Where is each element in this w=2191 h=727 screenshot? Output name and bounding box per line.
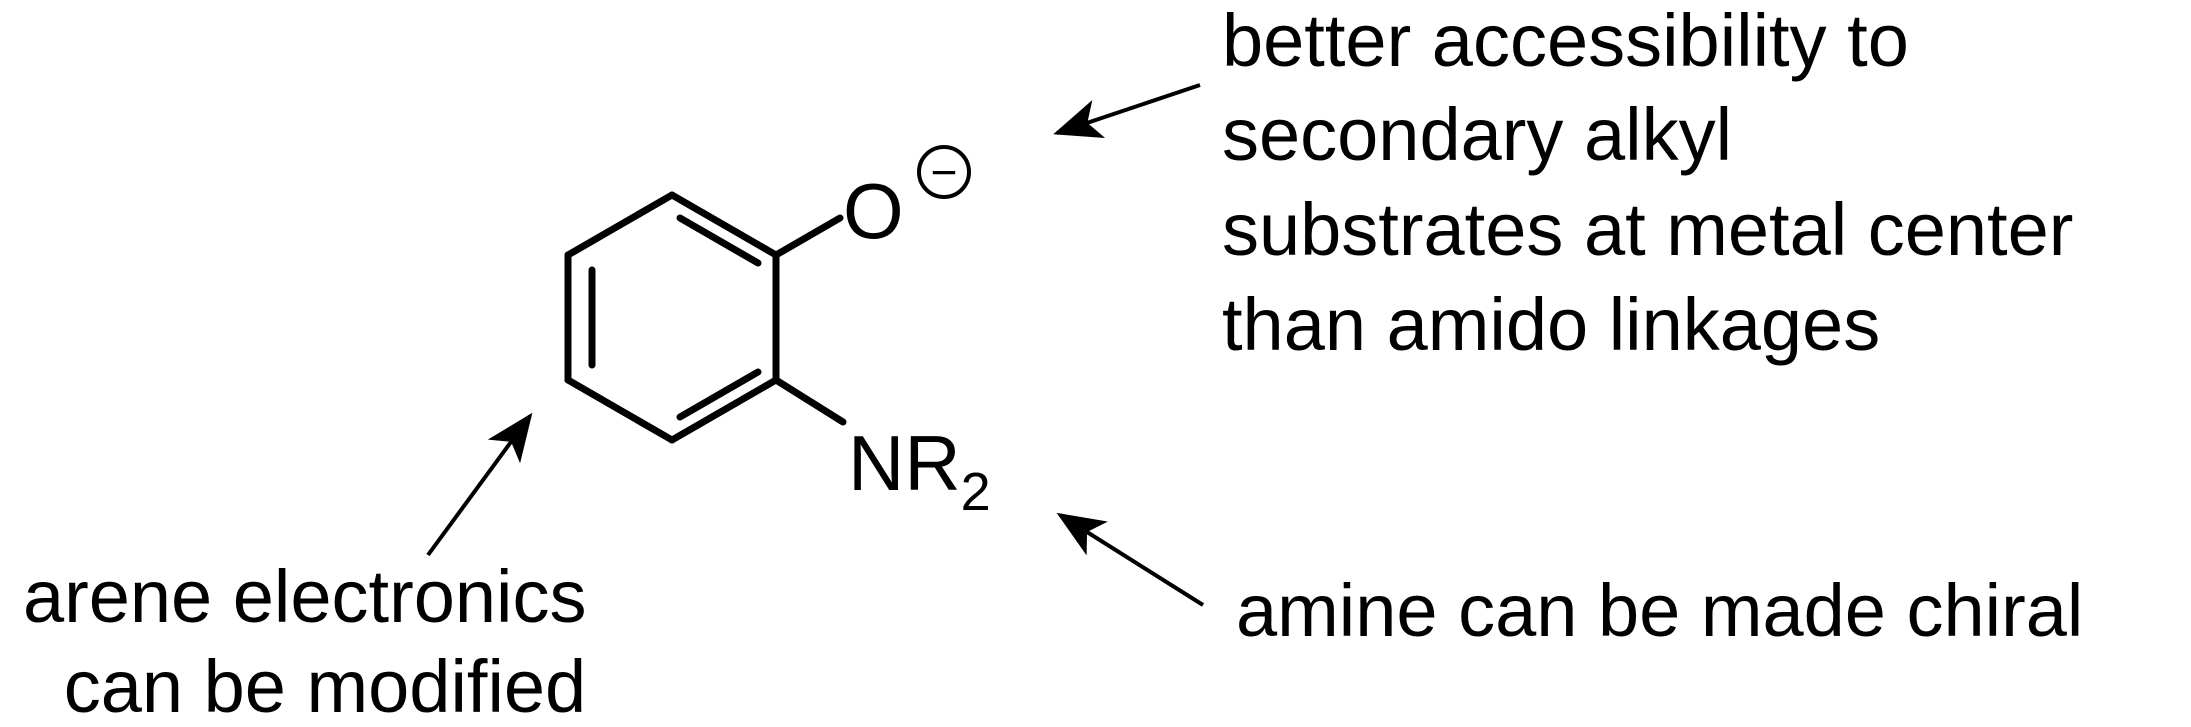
ring-bond-top [564,191,676,259]
oxygen-note-line-3: substrates at metal center [1222,188,2073,271]
oxygen-note: better accessibility to secondary alkyl … [1222,0,2094,366]
arrow-to-amine [1056,512,1205,607]
bond-to-nitrogen [772,376,847,426]
arrow-to-arene [426,412,533,557]
amine-note: amine can be made chiral [1236,569,2083,652]
benzene-ring [564,191,847,444]
arene-note: arene electronics can be modified [23,555,607,722]
ring-bond-bottom [564,376,676,444]
bond-to-oxygen [772,214,844,259]
ring-double-bond-lower [676,368,762,421]
negative-charge-symbol: − [931,146,958,198]
arene-note-line-2: can be modified [64,645,586,722]
ring-double-bond-upper [676,214,762,267]
oxygen-atom-label: O [843,167,904,255]
ring-bond-lower-right [668,376,780,444]
arrow-to-oxygen [1053,83,1201,138]
negative-charge-circle [917,145,971,199]
oxygen-note-line-4: than amido linkages [1222,283,1880,366]
oxygen-note-line-2: secondary alkyl [1222,93,1732,176]
oxygen-note-line-1: better accessibility to [1222,0,1909,82]
nitrogen-group-label: NR2 [848,419,991,522]
ring-bond-upper-right [668,191,780,259]
arene-note-line-1: arene electronics [23,555,587,638]
